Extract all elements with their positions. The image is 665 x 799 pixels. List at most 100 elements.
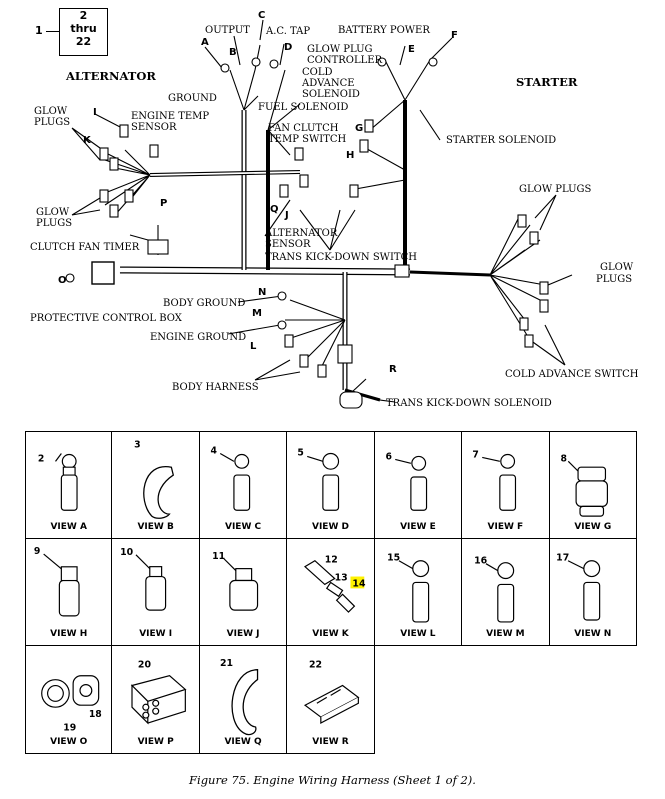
view-k-item-b: 13: [335, 572, 348, 583]
view-g-label: VIEW G: [574, 521, 612, 532]
view-e-item: 6: [385, 451, 391, 462]
label-cold-advance-solenoid-1: COLD: [302, 67, 333, 78]
view-g: 8 VIEW G: [549, 431, 637, 539]
view-p-item: 20: [138, 660, 152, 671]
label-glow-plugs-left-bottom-2: PLUGS: [36, 218, 72, 229]
letter-i: I: [93, 107, 97, 118]
view-n-label: VIEW N: [574, 629, 612, 640]
label-glow-plug-controller-1: GLOW PLUG: [307, 44, 373, 55]
view-j: 11 VIEW J: [199, 538, 288, 647]
label-glow-plugs-right-mid-1: GLOW: [600, 262, 634, 273]
view-p-label: VIEW P: [137, 736, 174, 747]
view-q-label: VIEW Q: [224, 736, 262, 747]
label-alternator-sensor-2: SENSOR: [265, 239, 311, 250]
item-range-box: 2 thru 22: [59, 8, 108, 56]
letter-j: J: [284, 210, 289, 221]
figure-caption: Figure 75. Engine Wiring Harness (Sheet …: [189, 773, 476, 787]
letter-h: H: [346, 150, 354, 161]
view-k-item-c: 14: [353, 578, 367, 589]
view-g-item: 8: [560, 453, 566, 464]
letter-o: O: [58, 275, 67, 286]
view-r-item: 22: [309, 660, 322, 671]
letter-q: Q: [270, 204, 279, 215]
view-i-label: VIEW I: [139, 629, 173, 640]
view-l-label: VIEW L: [400, 629, 436, 640]
letter-r: R: [389, 364, 397, 375]
view-l: 15 VIEW L: [374, 538, 463, 647]
starter-heading: STARTER: [516, 75, 578, 89]
view-r-label: VIEW R: [312, 736, 349, 747]
item-range-start: 2: [79, 9, 88, 22]
view-h-item: 9: [34, 546, 40, 557]
label-glow-plugs-left-bottom-1: GLOW: [36, 207, 70, 218]
view-c-label: VIEW C: [224, 521, 262, 532]
view-m-item: 16: [474, 555, 488, 566]
view-c-item: 4: [210, 446, 217, 457]
view-o-label: VIEW O: [50, 736, 88, 747]
wiring-harness-diagram: ALTERNATOR STARTER OUTPUT A.C. TAP BATTE…: [30, 10, 639, 409]
view-o: 18 19 VIEW O: [25, 646, 113, 754]
view-l-item: 15: [387, 552, 400, 563]
view-m-label: VIEW M: [486, 629, 525, 640]
letter-a: A: [201, 37, 209, 48]
letter-d: D: [284, 42, 292, 53]
view-k-label: VIEW K: [312, 629, 349, 640]
label-battery-power: BATTERY POWER: [338, 25, 430, 36]
label-trans-kick-down-switch: TRANS KICK-DOWN SWITCH: [265, 252, 417, 263]
view-i-item: 10: [121, 546, 135, 557]
label-glow-plugs-right-top: GLOW PLUGS: [519, 184, 592, 195]
view-q: 21 VIEW Q: [199, 646, 288, 754]
label-ac-tap: A.C. TAP: [265, 26, 310, 37]
letter-c: C: [258, 10, 265, 21]
view-r: 22 VIEW R: [287, 646, 375, 754]
label-cold-advance-solenoid-3: SOLENOID: [302, 89, 360, 100]
label-clutch-fan-timer: CLUTCH FAN TIMER: [30, 242, 140, 253]
label-ground: GROUND: [168, 93, 217, 104]
view-e-label: VIEW E: [400, 521, 436, 532]
label-trans-kick-down-solenoid: TRANS KICK-DOWN SOLENOID: [386, 398, 552, 409]
view-c: 4 VIEW C: [199, 431, 288, 539]
label-body-harness: BODY HARNESS: [172, 382, 259, 393]
view-i: 10 VIEW I: [112, 538, 200, 647]
label-body-ground: BODY GROUND: [163, 298, 245, 309]
view-a-label: VIEW A: [50, 521, 87, 532]
view-k: 12 13 14 VIEW K: [287, 538, 375, 647]
letter-e: E: [408, 44, 415, 55]
view-e: 6 VIEW E: [374, 431, 463, 539]
label-glow-plugs-right-mid-2: PLUGS: [596, 274, 632, 285]
view-n-item: 17: [556, 552, 569, 563]
view-j-label: VIEW J: [226, 629, 260, 640]
label-protective-control-box: PROTECTIVE CONTROL BOX: [30, 313, 183, 324]
label-engine-temp-sensor-1: ENGINE TEMP: [131, 111, 209, 122]
view-p: 20 VIEW P: [112, 646, 200, 754]
view-b-label: VIEW B: [137, 521, 174, 532]
label-engine-temp-sensor-2: SENSOR: [131, 122, 177, 133]
label-glow-plugs-left-top-1: GLOW: [34, 106, 68, 117]
view-d-label: VIEW D: [311, 521, 349, 532]
view-b: 3 VIEW B: [112, 431, 200, 539]
label-glow-plug-controller-2: CONTROLLER: [307, 55, 383, 66]
view-f-item: 7: [473, 449, 479, 460]
letter-n: N: [258, 287, 266, 298]
view-o-item-b: 19: [63, 723, 76, 734]
view-d: 5 VIEW D: [287, 431, 375, 539]
view-a: 2 VIEW A: [25, 431, 113, 539]
label-cold-advance-switch: COLD ADVANCE SWITCH: [505, 369, 639, 380]
label-glow-plugs-left-top-2: PLUGS: [34, 117, 70, 128]
view-n: 17 VIEW N: [549, 538, 637, 647]
label-alternator-sensor-1: ALTERNATOR: [264, 228, 338, 239]
view-h-label: VIEW H: [50, 629, 88, 640]
letter-g: G: [355, 123, 363, 134]
alternator-heading: ALTERNATOR: [65, 69, 156, 83]
ref-leader-line: [46, 31, 59, 32]
view-o-item-a: 18: [89, 709, 102, 720]
letter-m: M: [252, 308, 262, 319]
label-fuel-solenoid: FUEL SOLENOID: [258, 102, 348, 113]
letter-k: K: [83, 135, 92, 146]
item-range-thru: thru: [70, 22, 97, 35]
letter-f: F: [451, 30, 458, 41]
letter-l: L: [250, 341, 257, 352]
view-k-item-a: 12: [325, 554, 338, 565]
view-d-item: 5: [298, 447, 304, 458]
view-a-item: 2: [38, 453, 44, 464]
